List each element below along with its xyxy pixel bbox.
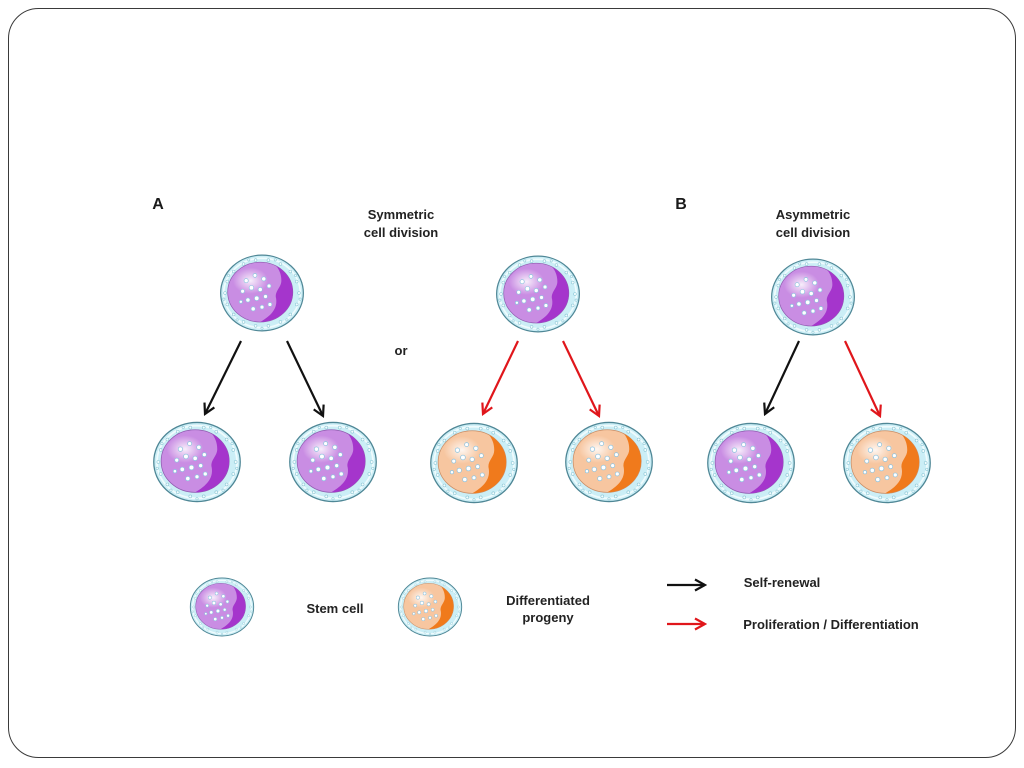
stem-cell-child-a1-right <box>290 422 376 501</box>
stem-cell-parent-a1 <box>221 255 304 331</box>
legend-differentiated-cell-icon <box>398 578 461 636</box>
stem-cell-parent-b <box>772 259 855 335</box>
panel-a-label: A <box>152 196 164 213</box>
panel-b-title-line2: cell division <box>776 225 850 240</box>
panel-b-label: B <box>675 196 687 213</box>
or-label: or <box>395 343 408 358</box>
differentiation-arrow-a2-right <box>562 340 599 416</box>
differentiated-cell-child-b <box>844 423 930 502</box>
stem-cell-child-b <box>708 423 794 502</box>
panel-b-title-line1: Asymmetric <box>776 207 850 222</box>
stem-cell-parent-a2 <box>497 256 580 332</box>
self-renewal-arrow-a1-left <box>205 340 242 414</box>
self-renewal-arrow-b <box>765 340 800 414</box>
legend: Stem cell Differentiated progeny Self-re… <box>190 575 919 636</box>
panel-a-title-line1: Symmetric <box>368 207 434 222</box>
legend-stem-cell-label: Stem cell <box>306 601 363 616</box>
panel-a-title-line2: cell division <box>364 225 438 240</box>
differentiation-arrow-b <box>844 340 880 416</box>
legend-proliferation-label: Proliferation / Differentiation <box>743 617 919 632</box>
differentiated-cell-child-a2-left <box>431 423 517 502</box>
differentiated-cell-child-a2-right <box>566 422 652 501</box>
legend-differentiated-label-line1: Differentiated <box>506 593 590 608</box>
legend-stem-cell-icon <box>190 578 253 636</box>
legend-self-renewal-label: Self-renewal <box>744 575 821 590</box>
differentiation-arrow-a2-left <box>483 340 519 414</box>
legend-differentiated-label-line2: progeny <box>522 610 574 625</box>
stem-cell-child-a1-left <box>154 422 240 501</box>
slide-frame <box>8 8 1016 758</box>
self-renewal-arrow-a1-right <box>286 340 323 416</box>
